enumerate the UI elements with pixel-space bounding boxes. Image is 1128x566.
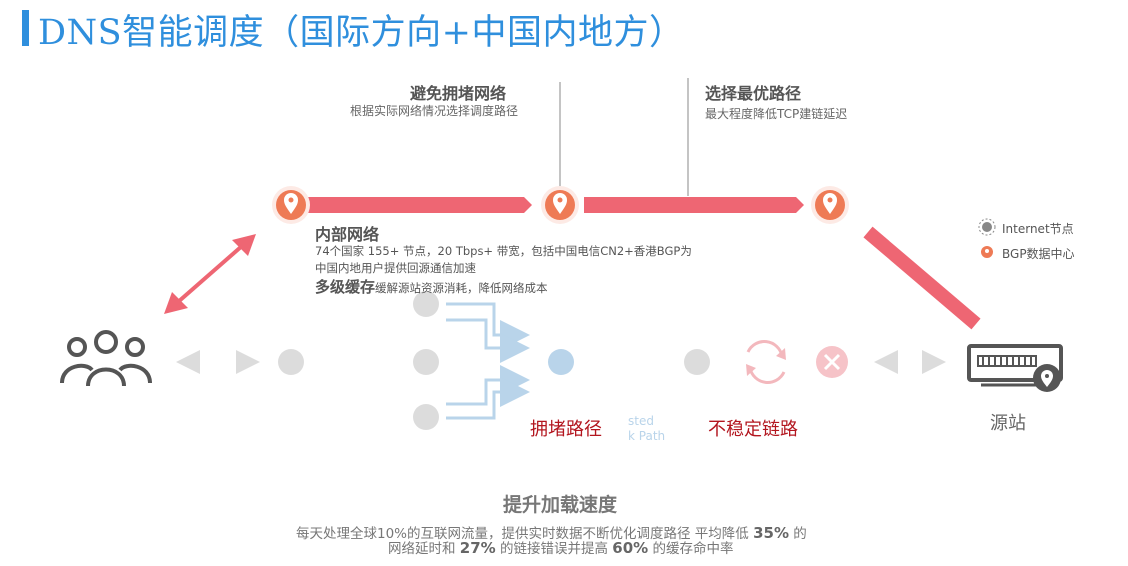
speed-up-line2-mid: 的链接错误并提高 [500, 541, 608, 557]
error-reduction-value: 27% [459, 539, 496, 557]
user-link-line [176, 244, 244, 304]
close-icon [816, 346, 848, 378]
latency-reduction-value: 35% [753, 524, 789, 542]
internet-node-dot [413, 349, 439, 375]
cache-hit-value: 60% [612, 539, 649, 557]
speed-up-line2: 网络延时和 27% 的链接错误并提高 60% 的缓存命中率 [388, 541, 734, 557]
congested-path-faint-2: k Path [628, 429, 666, 443]
speed-up-line1-text: 每天处理全球10%的互联网流量，提供实时数据不断优化调度路径 平均降低 [296, 526, 749, 542]
congested-node-dot [548, 349, 574, 375]
internal-network-line1: 74个国家 155+ 节点，20 Tbps+ 带宽，包括中国电信CN2+香港BG… [315, 244, 692, 258]
speed-up-line2-suffix: 的缓存命中率 [652, 541, 734, 557]
route-segment-3 [863, 226, 981, 330]
multi-level-cache: 多级缓存缓解源站资源消耗，降低网络成本 [315, 276, 548, 297]
internet-node-dot [278, 349, 304, 375]
internet-node-dot [413, 404, 439, 430]
speed-up-heading: 提升加载速度 [503, 494, 618, 516]
title-accent-bar [22, 10, 29, 46]
legend-bgp-dc: BGP数据中心 [1002, 247, 1075, 261]
speed-up-line2-text: 网络延时和 [388, 541, 456, 557]
avoid-congestion-heading: 避免拥堵网络 [410, 84, 507, 103]
cache-heading: 多级缓存 [315, 278, 376, 296]
users-icon [60, 330, 152, 387]
internet-node-dot [413, 291, 439, 317]
route-segment-1 [306, 197, 532, 213]
location-pin-icon [811, 186, 849, 224]
speed-up-line1: 每天处理全球10%的互联网流量，提供实时数据不断优化调度路径 平均降低 35% … [296, 526, 807, 542]
avoid-congestion-desc: 根据实际网络情况选择调度路径 [350, 104, 519, 118]
route-segment-2 [584, 197, 804, 213]
origin-server-label: 源站 [990, 413, 1026, 434]
internet-node-dot [684, 349, 710, 375]
optimal-path-desc: 最大程度降低TCP建链延迟 [705, 107, 848, 121]
legend-internet-node: Internet节点 [1002, 222, 1074, 236]
congested-path-faint-1: sted [628, 414, 654, 428]
chevron-left-icon [176, 350, 200, 374]
chevron-right-icon [922, 350, 946, 374]
bgp-datacenter-icon [981, 246, 993, 258]
refresh-icon [746, 340, 786, 384]
speed-up-line1-suffix: 的 [793, 526, 807, 542]
unstable-link-label: 不稳定链路 [708, 419, 798, 440]
internet-node-icon [978, 218, 996, 236]
cache-desc: 缓解源站资源消耗，降低网络成本 [375, 281, 548, 295]
congested-path-label: 拥堵路径 [530, 419, 602, 440]
chevron-left-icon [874, 350, 898, 374]
internal-network-line2: 中国内地用户提供回源通信加速 [315, 261, 476, 275]
page-title: DNS智能调度（国际方向+中国内地方） [38, 13, 685, 53]
user-link-arrow-end [232, 234, 256, 256]
chevron-right-icon [236, 350, 260, 374]
user-link-arrow-start [164, 292, 188, 314]
congested-arrows [446, 302, 530, 420]
location-pin-icon [541, 186, 579, 224]
location-pin-icon [272, 186, 310, 224]
optimal-path-heading: 选择最优路径 [705, 84, 802, 103]
internal-network-heading: 内部网络 [315, 225, 380, 244]
server-icon [967, 344, 1063, 392]
